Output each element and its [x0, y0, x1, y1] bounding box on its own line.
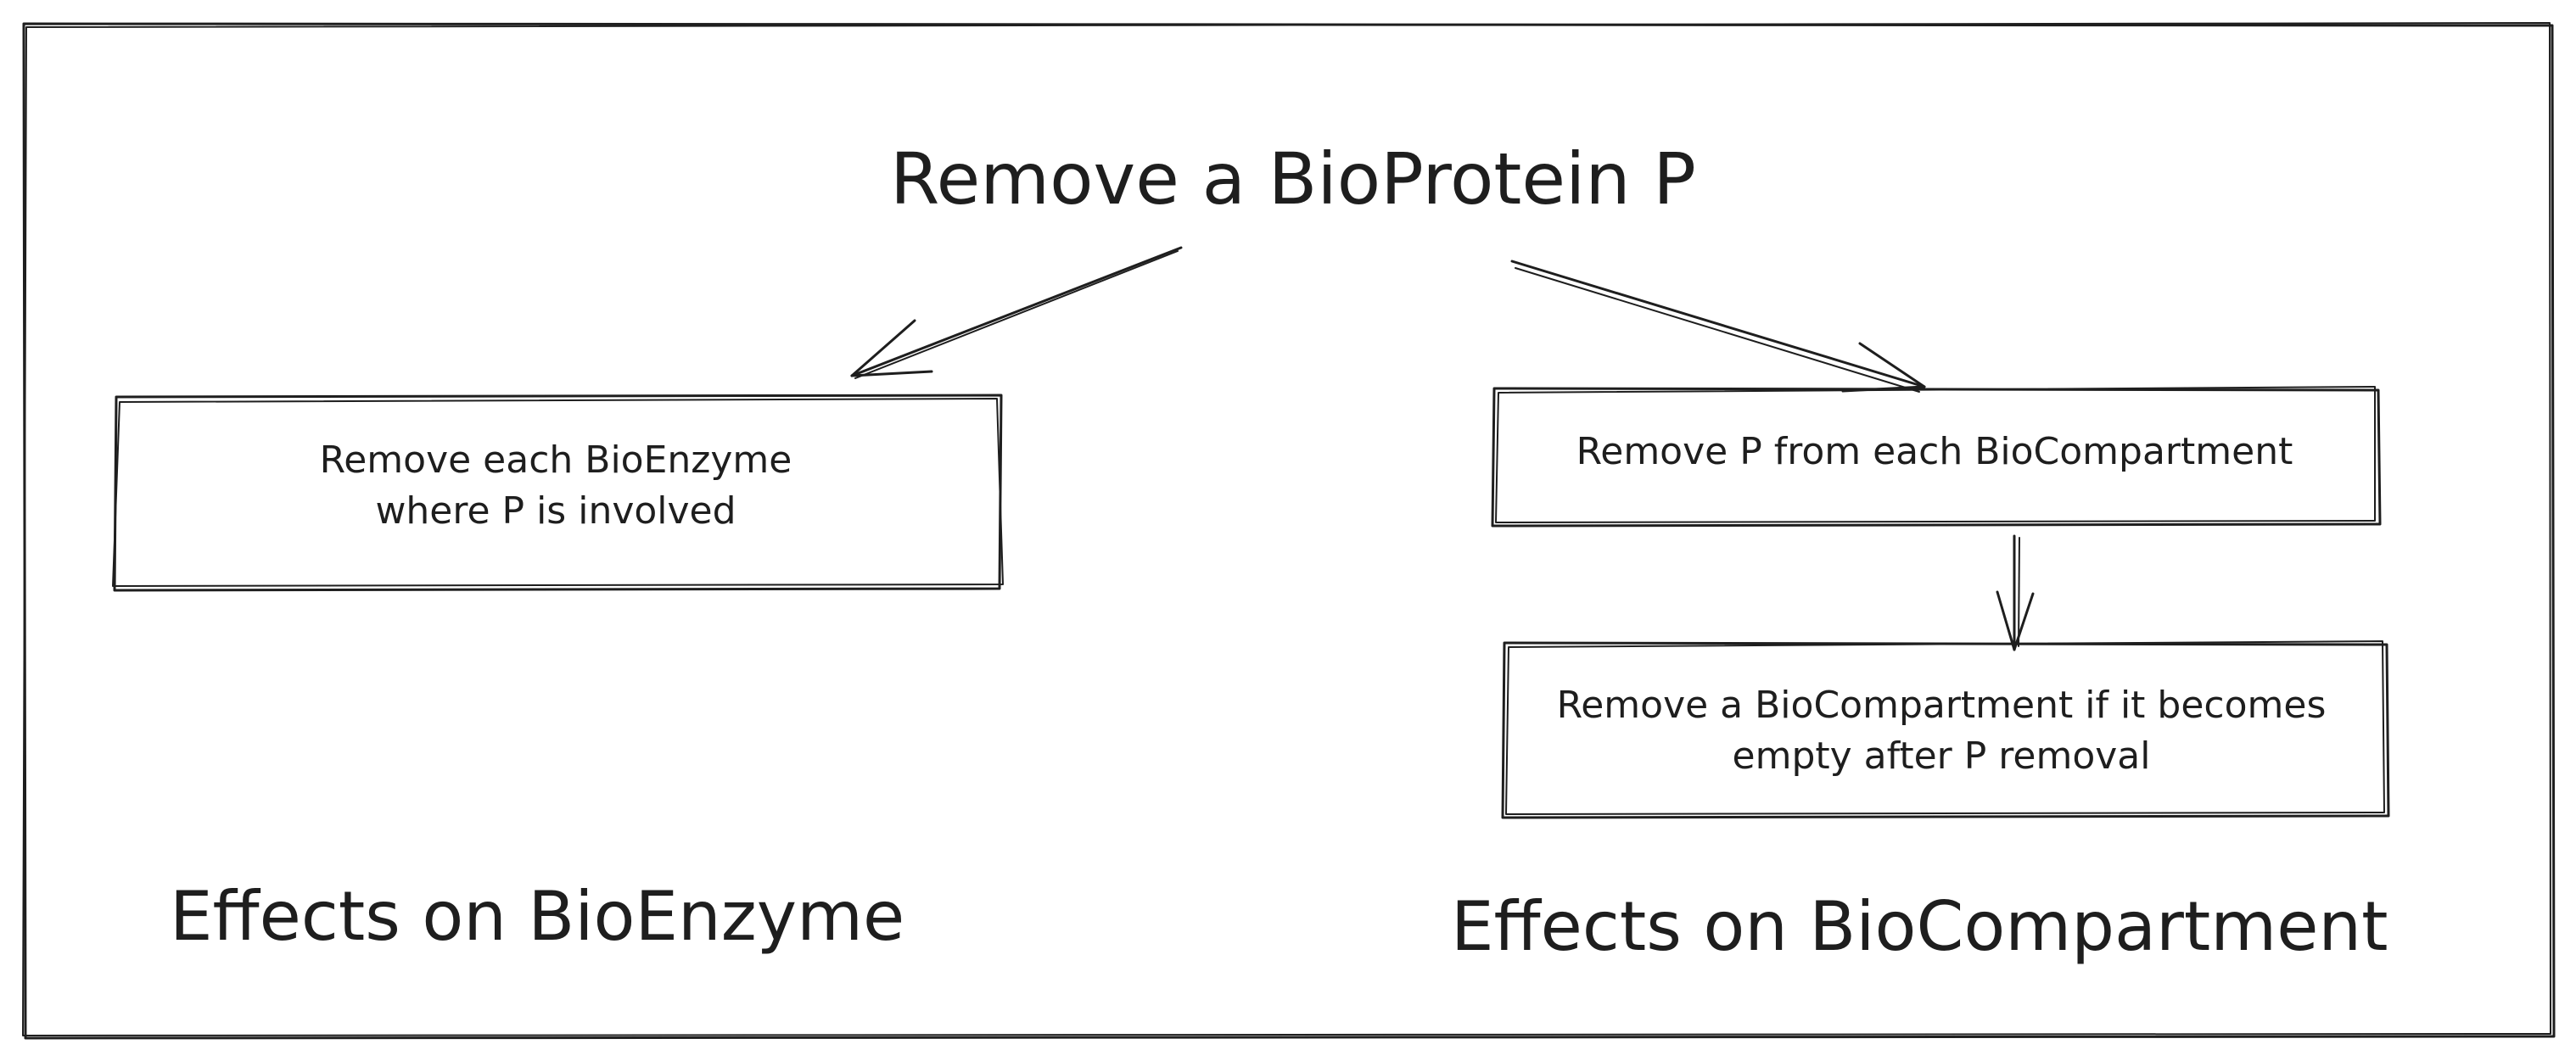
outer-frame: [22, 22, 2556, 1040]
arrow-to-compartment-box: [1510, 260, 1926, 393]
empty-compartment-box: Remove a BioCompartment if it becomes em…: [1501, 640, 2390, 819]
enzyme-box-line-1: Remove each BioEnzyme: [320, 438, 792, 482]
empty-box-line-1: Remove a BioCompartment if it becomes: [1557, 684, 2327, 727]
caption-bioenzyme: Effects on BioEnzyme: [170, 877, 904, 956]
arrow-to-empty-box: [1996, 534, 2035, 651]
enzyme-box-line-2: where P is involved: [375, 489, 736, 533]
caption-biocompartment: Effects on BioCompartment: [1451, 887, 2388, 966]
compartment-effect-box: Remove P from each BioCompartment: [1491, 386, 2382, 528]
diagram-title: Remove a BioProtein P: [890, 137, 1696, 221]
empty-box-line-2: empty after P removal: [1733, 734, 2151, 778]
arrow-to-enzyme-box: [850, 246, 1183, 379]
enzyme-effect-box: Remove each BioEnzyme where P is involve…: [112, 394, 1004, 592]
compartment-box-line-1: Remove P from each BioCompartment: [1576, 430, 2293, 473]
